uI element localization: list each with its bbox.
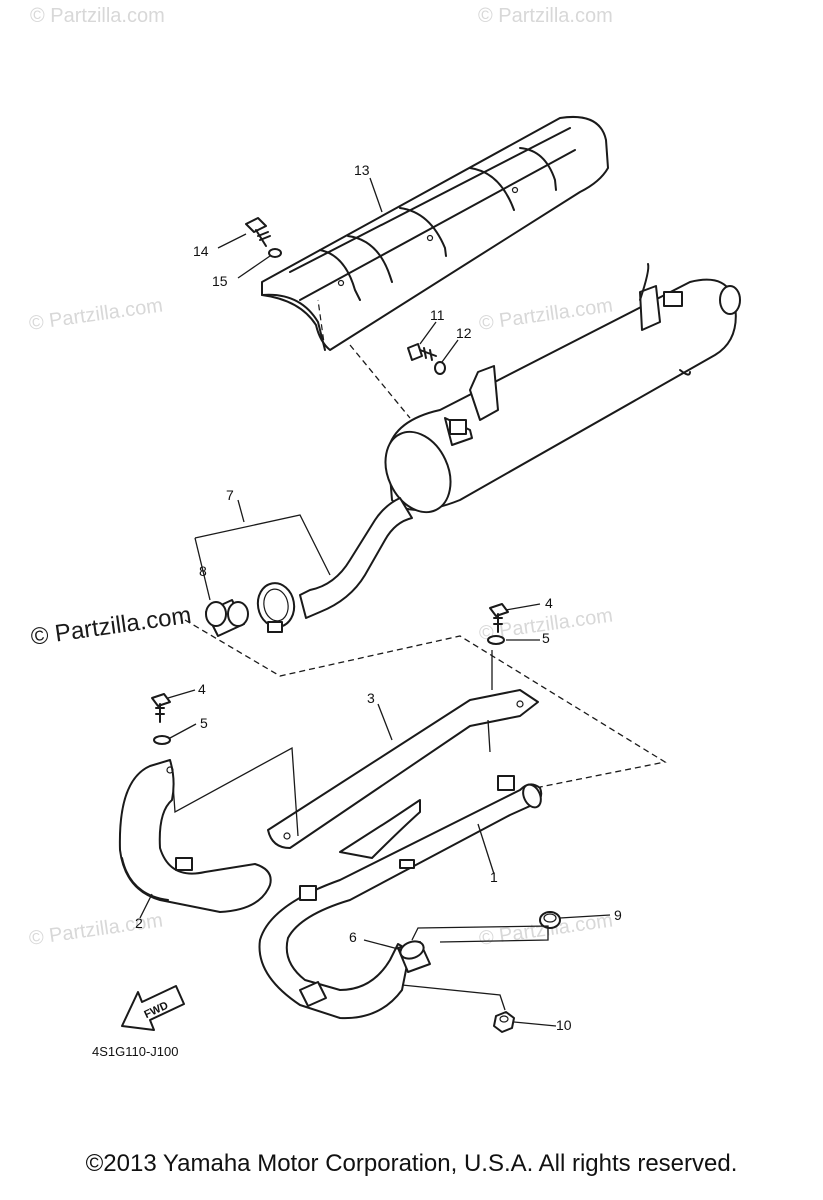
watermark-faint: © Partzilla.com bbox=[478, 294, 615, 335]
heat-shield-part-13 bbox=[261, 116, 609, 351]
watermark-faint: © Partzilla.com bbox=[28, 294, 165, 335]
muffler-assembly-part-7 bbox=[256, 263, 741, 633]
callout-1: 1 bbox=[490, 869, 498, 885]
washer-part-12 bbox=[434, 361, 446, 375]
callout-6: 6 bbox=[349, 929, 357, 945]
flange-part-6 bbox=[397, 940, 431, 973]
callout-4-lower: 4 bbox=[198, 681, 206, 697]
callout-13: 13 bbox=[354, 162, 370, 178]
bolt-part-11 bbox=[407, 343, 437, 361]
callout-2: 2 bbox=[135, 915, 143, 931]
callout-3: 3 bbox=[367, 690, 375, 706]
bolt-part-4 bbox=[151, 693, 171, 723]
callout-15: 15 bbox=[212, 273, 228, 289]
gasket-part-8 bbox=[205, 599, 249, 637]
watermark-faint: © Partzilla.com bbox=[30, 5, 165, 27]
watermark-main: © Partzilla.com bbox=[29, 602, 193, 651]
washer-part-5 bbox=[487, 635, 505, 645]
callout-9: 9 bbox=[614, 907, 622, 923]
callout-14: 14 bbox=[193, 243, 209, 259]
bracket-part-3 bbox=[267, 689, 539, 859]
callout-5-upper: 5 bbox=[542, 630, 550, 646]
pipe-protector-part-2 bbox=[118, 759, 272, 913]
callout-5-lower: 5 bbox=[200, 715, 208, 731]
drawing-code: 4S1G110-J100 bbox=[92, 1044, 179, 1059]
gasket-part-9 bbox=[539, 911, 561, 929]
watermark-faint: © Partzilla.com bbox=[478, 5, 613, 27]
bolt-part-4 bbox=[489, 603, 509, 633]
copyright-footer: ©2013 Yamaha Motor Corporation, U.S.A. A… bbox=[85, 1150, 738, 1177]
watermark-faint: © Partzilla.com bbox=[28, 909, 165, 950]
callout-10: 10 bbox=[556, 1017, 572, 1033]
exhaust-pipe-part-1 bbox=[258, 775, 543, 1020]
callout-4-upper: 4 bbox=[545, 595, 553, 611]
callout-11: 11 bbox=[430, 307, 445, 323]
callout-8: 8 bbox=[199, 563, 207, 579]
washer-part-15 bbox=[268, 248, 282, 258]
bolt-part-14 bbox=[245, 217, 271, 247]
washer-part-5 bbox=[153, 735, 171, 745]
callout-7: 7 bbox=[226, 487, 234, 503]
forward-arrow-icon: FWD bbox=[121, 985, 185, 1031]
callout-12: 12 bbox=[456, 325, 472, 341]
nut-part-10 bbox=[493, 1011, 515, 1033]
